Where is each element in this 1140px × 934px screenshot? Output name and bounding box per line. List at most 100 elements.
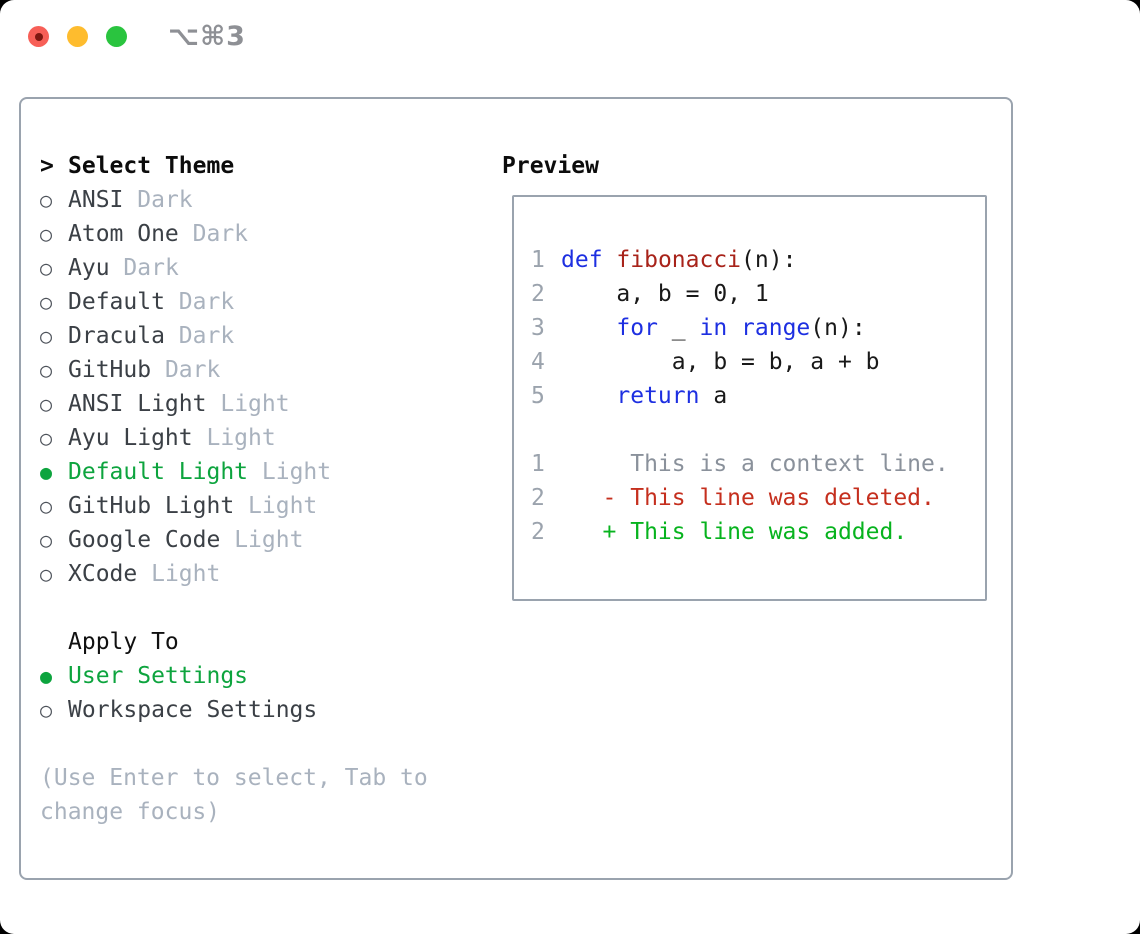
code-segment-plain: (n): (741, 247, 797, 273)
code-line: 5 return a (531, 379, 985, 413)
blank-line (531, 413, 985, 447)
code-segment-deleted: - This line was deleted. (561, 485, 935, 511)
code-segment-keyword: def (561, 247, 603, 273)
spacer (40, 591, 502, 625)
close-button[interactable] (28, 26, 49, 47)
apply-to-header: Apply To (40, 625, 502, 659)
indent-spacer (40, 625, 54, 659)
code-segment-plain: a, b = 0, 1 (561, 281, 769, 307)
line-number: 2 (531, 281, 545, 307)
radio-unselected-icon: ○ (40, 392, 53, 416)
theme-name: Default (68, 289, 165, 315)
theme-option-github-dark[interactable]: ○GitHub Dark (40, 353, 502, 387)
theme-variant-tag: Light (206, 425, 276, 451)
theme-option-xcode-light[interactable]: ○ XCode Light (40, 557, 502, 591)
theme-option-ayu-light-light[interactable]: ○Ayu Light Light (40, 421, 502, 455)
radio-unselected-icon: ○ (40, 188, 53, 212)
code-segment-plain (727, 311, 741, 345)
spacer (110, 251, 124, 285)
code-segment-context: This is a context line. (561, 451, 949, 477)
radio-unselected-icon: ○ (40, 290, 53, 314)
maximize-button[interactable] (106, 26, 127, 47)
code-segment-added: + This line was added. (561, 519, 908, 545)
theme-name: Atom One (68, 221, 179, 247)
theme-variant-tag: Light (234, 527, 304, 553)
code-line: 4 a, b = b, a + b (531, 345, 985, 379)
code-line: 1 This is a context line. (531, 447, 985, 481)
apply-option-label: Workspace Settings (68, 697, 318, 723)
code-segment-keyword: range (741, 315, 811, 341)
theme-option-github-light-light[interactable]: ○GitHub Light Light (40, 489, 502, 523)
code-line: 2 - This line was deleted. (531, 481, 985, 515)
theme-option-ayu-dark[interactable]: ○Ayu Dark (40, 251, 502, 285)
theme-variant-tag: Dark (164, 357, 221, 383)
radio-unselected-icon: ○ (40, 324, 53, 348)
theme-name: Google Code (68, 527, 221, 553)
spacer (165, 285, 179, 319)
radio-selected-icon: ● (40, 664, 53, 688)
apply-option-workspace-settings[interactable]: ○ Workspace Settings (40, 693, 502, 727)
theme-panel: >Select Theme ○ANSI Dark○Atom One Dark○A… (40, 149, 502, 878)
theme-name: ANSI (68, 187, 124, 213)
code-line: 2 a, b = 0, 1 (531, 277, 985, 311)
code-segment-keyword: return (616, 383, 700, 409)
theme-option-atom-one-dark[interactable]: ○Atom One Dark (40, 217, 502, 251)
spacer (137, 557, 151, 591)
theme-variant-tag: Light (248, 493, 318, 519)
line-number: 2 (531, 519, 545, 545)
code-segment-plain: a, b = b, a + b (561, 349, 880, 375)
apply-option-label: User Settings (68, 663, 249, 689)
line-number: 1 (531, 247, 545, 273)
spacer (234, 489, 248, 523)
theme-option-ansi-light-light[interactable]: ○ ANSI Light Light (40, 387, 502, 421)
spacer (206, 387, 220, 421)
radio-unselected-icon: ○ (40, 528, 53, 552)
code-segment-function: fibonacci (616, 247, 742, 273)
theme-name: XCode (68, 561, 138, 587)
radio-unselected-icon: ○ (40, 222, 53, 246)
theme-variant-tag: Dark (178, 323, 235, 349)
theme-option-dracula-dark[interactable]: ○Dracula Dark (40, 319, 502, 353)
code-segment-plain: (n): (810, 315, 866, 341)
code-segment-plain: a (699, 383, 728, 409)
line-number: 5 (531, 383, 545, 409)
line-number: 3 (531, 315, 545, 341)
apply-option-user-settings[interactable]: ● User Settings (40, 659, 502, 693)
radio-unselected-icon: ○ (40, 698, 53, 722)
theme-variant-tag: Dark (178, 289, 235, 315)
code-line: 1 def fibonacci(n): (531, 243, 985, 277)
theme-name: ANSI Light (68, 391, 207, 417)
code-segment-plain (603, 243, 617, 277)
theme-option-google-code-light[interactable]: ○ Google Code Light (40, 523, 502, 557)
code-segment-plain (561, 379, 616, 413)
theme-name: Default Light (68, 459, 249, 485)
theme-variant-tag: Light (151, 561, 221, 587)
apply-to-title: Apply To (68, 629, 179, 655)
code-segment-keyword: for (616, 315, 658, 341)
radio-selected-icon: ● (40, 460, 53, 484)
code-segment-plain: _ (657, 315, 700, 341)
theme-option-ansi-dark[interactable]: ○ ANSI Dark (40, 183, 502, 217)
spacer (40, 727, 502, 761)
select-theme-title: Select Theme (68, 153, 235, 179)
radio-unselected-icon: ○ (40, 562, 53, 586)
radio-unselected-icon: ○ (40, 494, 53, 518)
theme-list: ○ANSI Dark○Atom One Dark○Ayu Dark○Defaul… (40, 183, 502, 591)
code-line: 3 for _ in range(n): (531, 311, 985, 345)
theme-name: Ayu (68, 255, 110, 281)
code-segment-keyword: in (699, 315, 728, 341)
theme-option-default-light-light[interactable]: ●Default Light Light (40, 455, 502, 489)
window-shortcut-label: ⌥⌘3 (168, 21, 246, 52)
theme-dialog: >Select Theme ○ANSI Dark○Atom One Dark○A… (19, 97, 1013, 880)
minimize-button[interactable] (67, 26, 88, 47)
theme-variant-tag: Dark (123, 255, 179, 281)
theme-variant-tag: Light (220, 391, 290, 417)
focus-caret-icon: > (40, 153, 54, 179)
theme-variant-tag: Dark (137, 187, 193, 213)
theme-option-default-dark[interactable]: ○ Default Dark (40, 285, 502, 319)
code-line: 2 + This line was added. (531, 515, 985, 549)
help-text: (Use Enter to select, Tab to change focu… (40, 761, 502, 829)
